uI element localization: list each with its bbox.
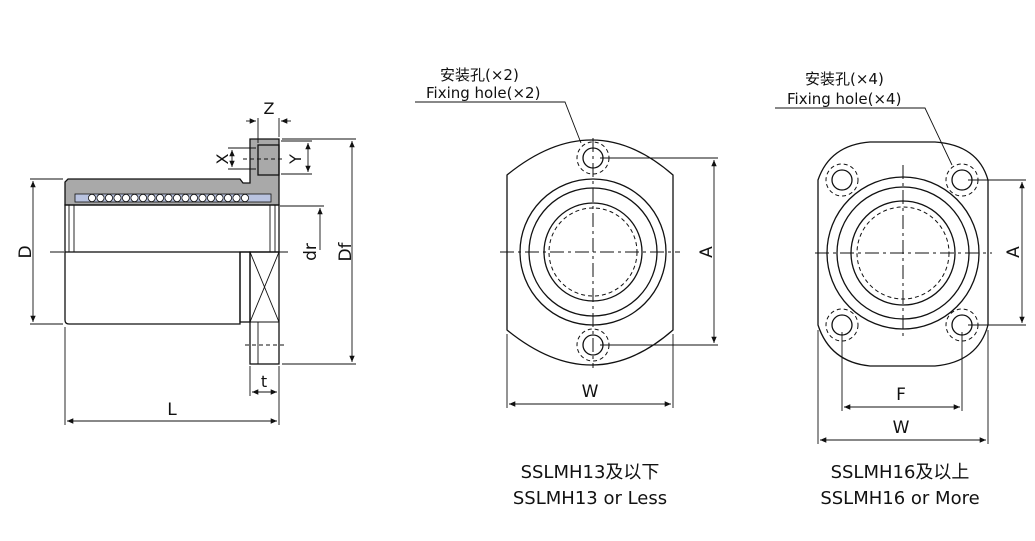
dim-W: W bbox=[893, 418, 910, 438]
ball bbox=[172, 193, 181, 202]
caption-en: SSLMH16 or More bbox=[820, 488, 979, 509]
mounting-hole bbox=[825, 163, 859, 197]
ball bbox=[206, 193, 215, 202]
dim-Y: Y bbox=[286, 154, 305, 165]
dim-A: A bbox=[1004, 246, 1024, 258]
dim-Z: Z bbox=[264, 99, 275, 118]
ball-row bbox=[88, 193, 249, 202]
ball bbox=[105, 193, 114, 202]
dim-t: t bbox=[261, 372, 267, 391]
caption-en: SSLMH13 or Less bbox=[513, 488, 667, 509]
retainer bbox=[74, 193, 272, 203]
ball bbox=[189, 193, 198, 202]
ball bbox=[113, 193, 122, 202]
ball bbox=[122, 193, 131, 202]
ball bbox=[223, 193, 232, 202]
front-view-two-hole: A W 安装孔(×2) Fixing hole(×2) SSLMH13及以下 S… bbox=[415, 66, 718, 509]
front-view-four-hole: A F W 安装孔(×4) Fixing hole(×4) SSLMH16及以上… bbox=[775, 70, 1026, 509]
ball bbox=[147, 193, 156, 202]
ball bbox=[138, 193, 147, 202]
ball bbox=[240, 193, 249, 202]
ball bbox=[181, 193, 190, 202]
ball bbox=[164, 193, 173, 202]
dim-X: X bbox=[213, 153, 232, 164]
dim-A: A bbox=[697, 246, 717, 258]
ball bbox=[96, 193, 105, 202]
dim-W: W bbox=[582, 382, 599, 402]
side-view: D Df dr L t Z X Y bbox=[16, 99, 356, 425]
dim-F: F bbox=[896, 385, 906, 405]
fixing-hole-label-cn: 安装孔(×2) bbox=[440, 66, 519, 84]
caption-cn: SSLMH13及以下 bbox=[521, 462, 660, 483]
ball bbox=[88, 193, 97, 202]
fixing-hole-label-en: Fixing hole(×4) bbox=[787, 90, 901, 108]
fixing-hole-label-cn: 安装孔(×4) bbox=[805, 70, 884, 88]
ball bbox=[232, 193, 241, 202]
dim-D: D bbox=[16, 245, 36, 258]
ball bbox=[130, 193, 139, 202]
dim-Df: Df bbox=[336, 241, 356, 261]
dim-dr: dr bbox=[301, 243, 321, 261]
fixing-hole-label-en: Fixing hole(×2) bbox=[426, 84, 540, 102]
ball bbox=[155, 193, 164, 202]
ball bbox=[198, 193, 207, 202]
shaded-housing bbox=[64, 138, 280, 206]
dim-L: L bbox=[167, 400, 177, 420]
caption-cn: SSLMH16及以上 bbox=[831, 462, 970, 483]
ball bbox=[215, 193, 224, 202]
